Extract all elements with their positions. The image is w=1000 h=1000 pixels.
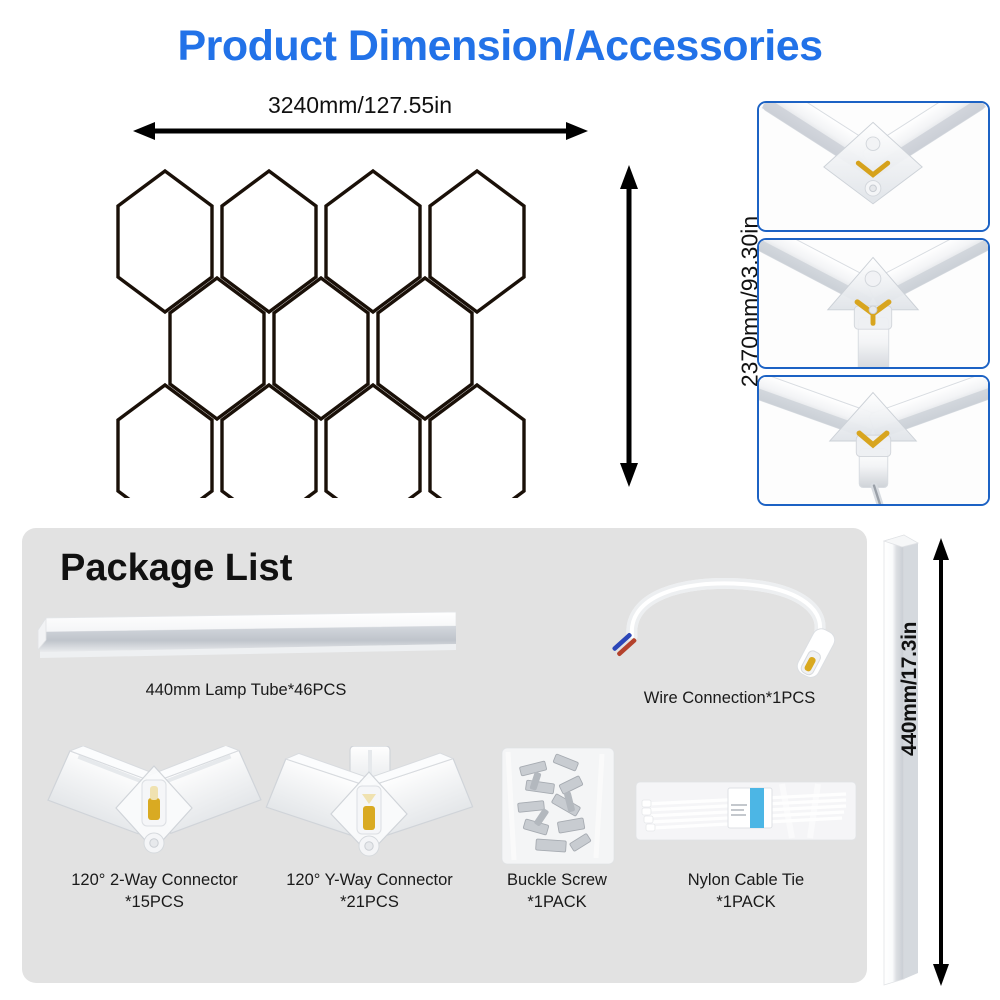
wire-connection-image — [602, 578, 857, 686]
hexagon-grid-diagram — [108, 158, 608, 529]
nylon-cable-tie-caption: Nylon Cable Tie *1PACK — [687, 871, 805, 911]
buckle-screw-caption: Buckle Screw *1PACK — [507, 871, 607, 911]
tube-length-dimension-arrow — [932, 538, 950, 986]
nylon-cable-tie-bag-image — [632, 746, 860, 866]
package-list-panel: Package List — [22, 528, 867, 983]
two-way-connector-caption: 120° 2-Way Connector *15PCS — [71, 871, 238, 911]
tube-length-dimension-label: 440mm/17.3in — [898, 621, 921, 756]
lamp-tube-image — [36, 610, 456, 672]
y-way-connector-image — [262, 746, 477, 866]
wire-connection-caption: Wire Connection*1PCS — [643, 689, 816, 707]
connector-photo-yway-wire — [757, 375, 990, 506]
lamp-tube-caption: 440mm Lamp Tube*46PCS — [145, 681, 347, 699]
y-way-connector-caption: 120° Y-Way Connector *21PCS — [286, 871, 453, 911]
lamp-tube-vertical-image — [880, 533, 922, 988]
page-title: Product Dimension/Accessories — [177, 22, 823, 70]
width-dimension-arrow — [133, 122, 588, 140]
package-item-yway-connector: 120° Y-Way Connector *21PCS — [262, 746, 477, 911]
height-dimension-arrow — [620, 165, 638, 487]
connector-photo-2way — [757, 101, 990, 232]
width-dimension-label: 3240mm/127.55in — [267, 92, 453, 118]
package-item-nylon-cable-tie: Nylon Cable Tie *1PACK — [632, 746, 860, 911]
two-way-connector-image — [42, 746, 267, 866]
package-item-buckle-screw: Buckle Screw *1PACK — [462, 746, 652, 911]
buckle-screw-bag-image — [462, 746, 652, 866]
package-item-2way-connector: 120° 2-Way Connector *15PCS — [42, 746, 267, 911]
connector-photo-yway — [757, 238, 990, 369]
package-list-heading: Package List — [60, 547, 293, 589]
package-item-wire-connection: Wire Connection*1PCS — [602, 578, 857, 723]
package-item-lamp-tube: 440mm Lamp Tube*46PCS — [36, 610, 456, 720]
